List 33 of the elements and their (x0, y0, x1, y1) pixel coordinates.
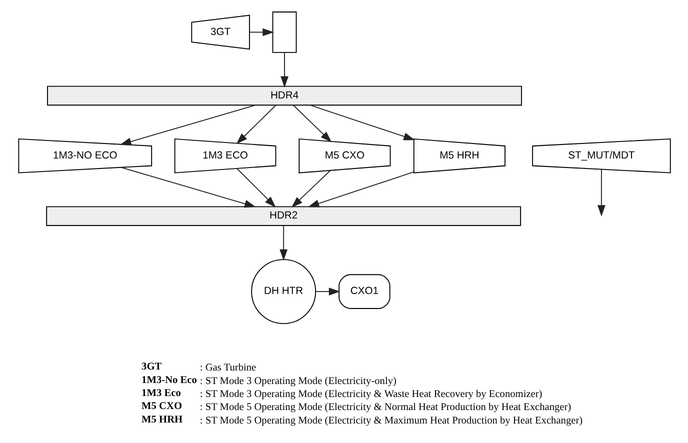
arrow (119, 104, 256, 146)
arrow (315, 288, 340, 296)
arrow (292, 104, 332, 142)
label: : ST Mode 3 Operating Mode (Electricity & Waste Heat Recovery by Economizer) (199, 388, 542, 400)
label: : Gas Turbine (199, 362, 256, 374)
node-box: HDR4 (46, 86, 522, 106)
label: 1M3-No Eco (141, 374, 196, 386)
node-box (272, 12, 296, 53)
arrow (236, 168, 276, 208)
arrow (290, 170, 330, 208)
node-box: M5 CXO (298, 138, 390, 174)
label: M5 CXO (141, 401, 182, 412)
arrow (120, 167, 256, 208)
label: : ST Mode 5 Operating Mode (Electricity & Maximum Heat Production by Heat Exchanger) (199, 415, 582, 426)
label: : ST Mode 5 Operating Mode (Electricity & Normal Heat Production by Heat Exchanger) (199, 402, 571, 414)
arrow (308, 104, 414, 140)
node-box: 1M3 ECO (174, 138, 276, 174)
label: M5 HRH (141, 414, 182, 426)
node-box: CXO1 (338, 274, 390, 309)
arrow (279, 225, 288, 261)
node-circle: DH HTR (250, 259, 316, 324)
node-box: M5 HRH (412, 138, 505, 174)
arrow (280, 52, 288, 88)
node-box: ST_MUT/MDT (532, 138, 670, 174)
arrow (248, 28, 274, 36)
label: 3GT (141, 362, 162, 373)
label: 1M3 Eco (141, 388, 180, 400)
node-box: HDR2 (46, 206, 521, 226)
arrow (307, 172, 414, 208)
arrow (236, 104, 276, 144)
arrow (597, 169, 605, 216)
label: : ST Mode 3 Operating Mode (Electricity-only) (199, 376, 396, 387)
node-box: 3GT (190, 14, 250, 50)
